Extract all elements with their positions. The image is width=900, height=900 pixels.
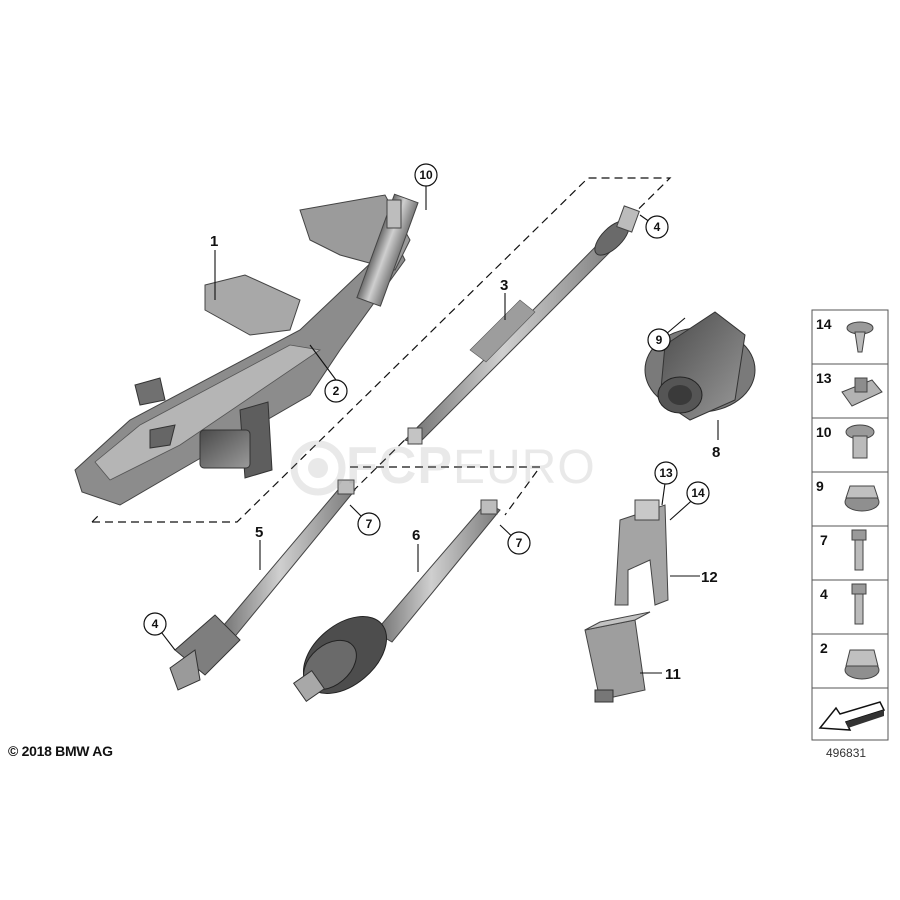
svg-text:4: 4 (152, 617, 159, 631)
watermark-main: FCP (346, 437, 453, 495)
orientation-arrow-icon (818, 701, 886, 731)
callout-circle-7-right: 7 (507, 531, 531, 555)
callout-6: 6 (412, 527, 420, 544)
callout-circle-4-upper: 4 (645, 215, 669, 239)
dashed-frame-shafts (350, 466, 542, 516)
hardware-legend: 14 13 10 9 7 4 (811, 309, 889, 741)
fcp-euro-watermark: FCPEURO (286, 432, 666, 512)
callout-circle-9: 9 (647, 328, 671, 352)
steering-column-assembly (74, 193, 419, 506)
copyright-notice: © 2018 BMW AG (8, 743, 113, 759)
control-unit (584, 611, 651, 703)
callout-8: 8 (712, 444, 720, 461)
bolt-icon-2 (851, 583, 867, 625)
svg-text:14: 14 (691, 486, 705, 500)
dashed-frame-column (92, 177, 672, 523)
callout-circle-14: 14 (686, 481, 710, 505)
upper-steering-shaft (404, 205, 640, 445)
svg-text:13: 13 (659, 466, 673, 480)
callout-circle-4-lower: 4 (143, 612, 167, 636)
flange-nut-icon (844, 485, 880, 512)
callout-11: 11 (665, 666, 681, 683)
mounting-bracket (614, 499, 669, 606)
legend-num-14: 14 (816, 316, 832, 332)
callout-3: 3 (500, 277, 508, 294)
svg-text:7: 7 (516, 536, 523, 550)
callout-5: 5 (255, 524, 263, 541)
rubber-boot (644, 311, 756, 421)
callout-1: 1 (210, 233, 218, 250)
callout-circle-10: 10 (414, 163, 438, 187)
watermark-sub: EURO (453, 441, 596, 494)
legend-num-2: 2 (820, 640, 828, 656)
hex-nut-icon (844, 649, 880, 680)
legend-num-13: 13 (816, 370, 832, 386)
legend-num-4: 4 (820, 586, 828, 602)
svg-text:7: 7 (366, 517, 373, 531)
svg-text:10: 10 (419, 168, 433, 182)
flange-bolt-icon (845, 424, 875, 459)
legend-num-7: 7 (820, 532, 828, 548)
legend-num-10: 10 (816, 424, 832, 440)
clip-nut-icon (841, 377, 883, 407)
svg-text:2: 2 (333, 384, 340, 398)
diagram-number: 496831 (826, 746, 867, 760)
screw-washer-icon (846, 321, 874, 353)
legend-num-9: 9 (816, 478, 824, 494)
lower-steering-shaft (169, 479, 356, 691)
callout-circle-13: 13 (654, 461, 678, 485)
callout-circle-7-left: 7 (357, 512, 381, 536)
callout-circle-2: 2 (324, 379, 348, 403)
svg-text:4: 4 (654, 220, 661, 234)
svg-text:9: 9 (656, 333, 663, 347)
callout-12: 12 (701, 569, 718, 586)
bolt-icon (851, 529, 867, 571)
intermediate-shaft (292, 499, 501, 703)
watermark-swirl-icon (290, 440, 346, 496)
